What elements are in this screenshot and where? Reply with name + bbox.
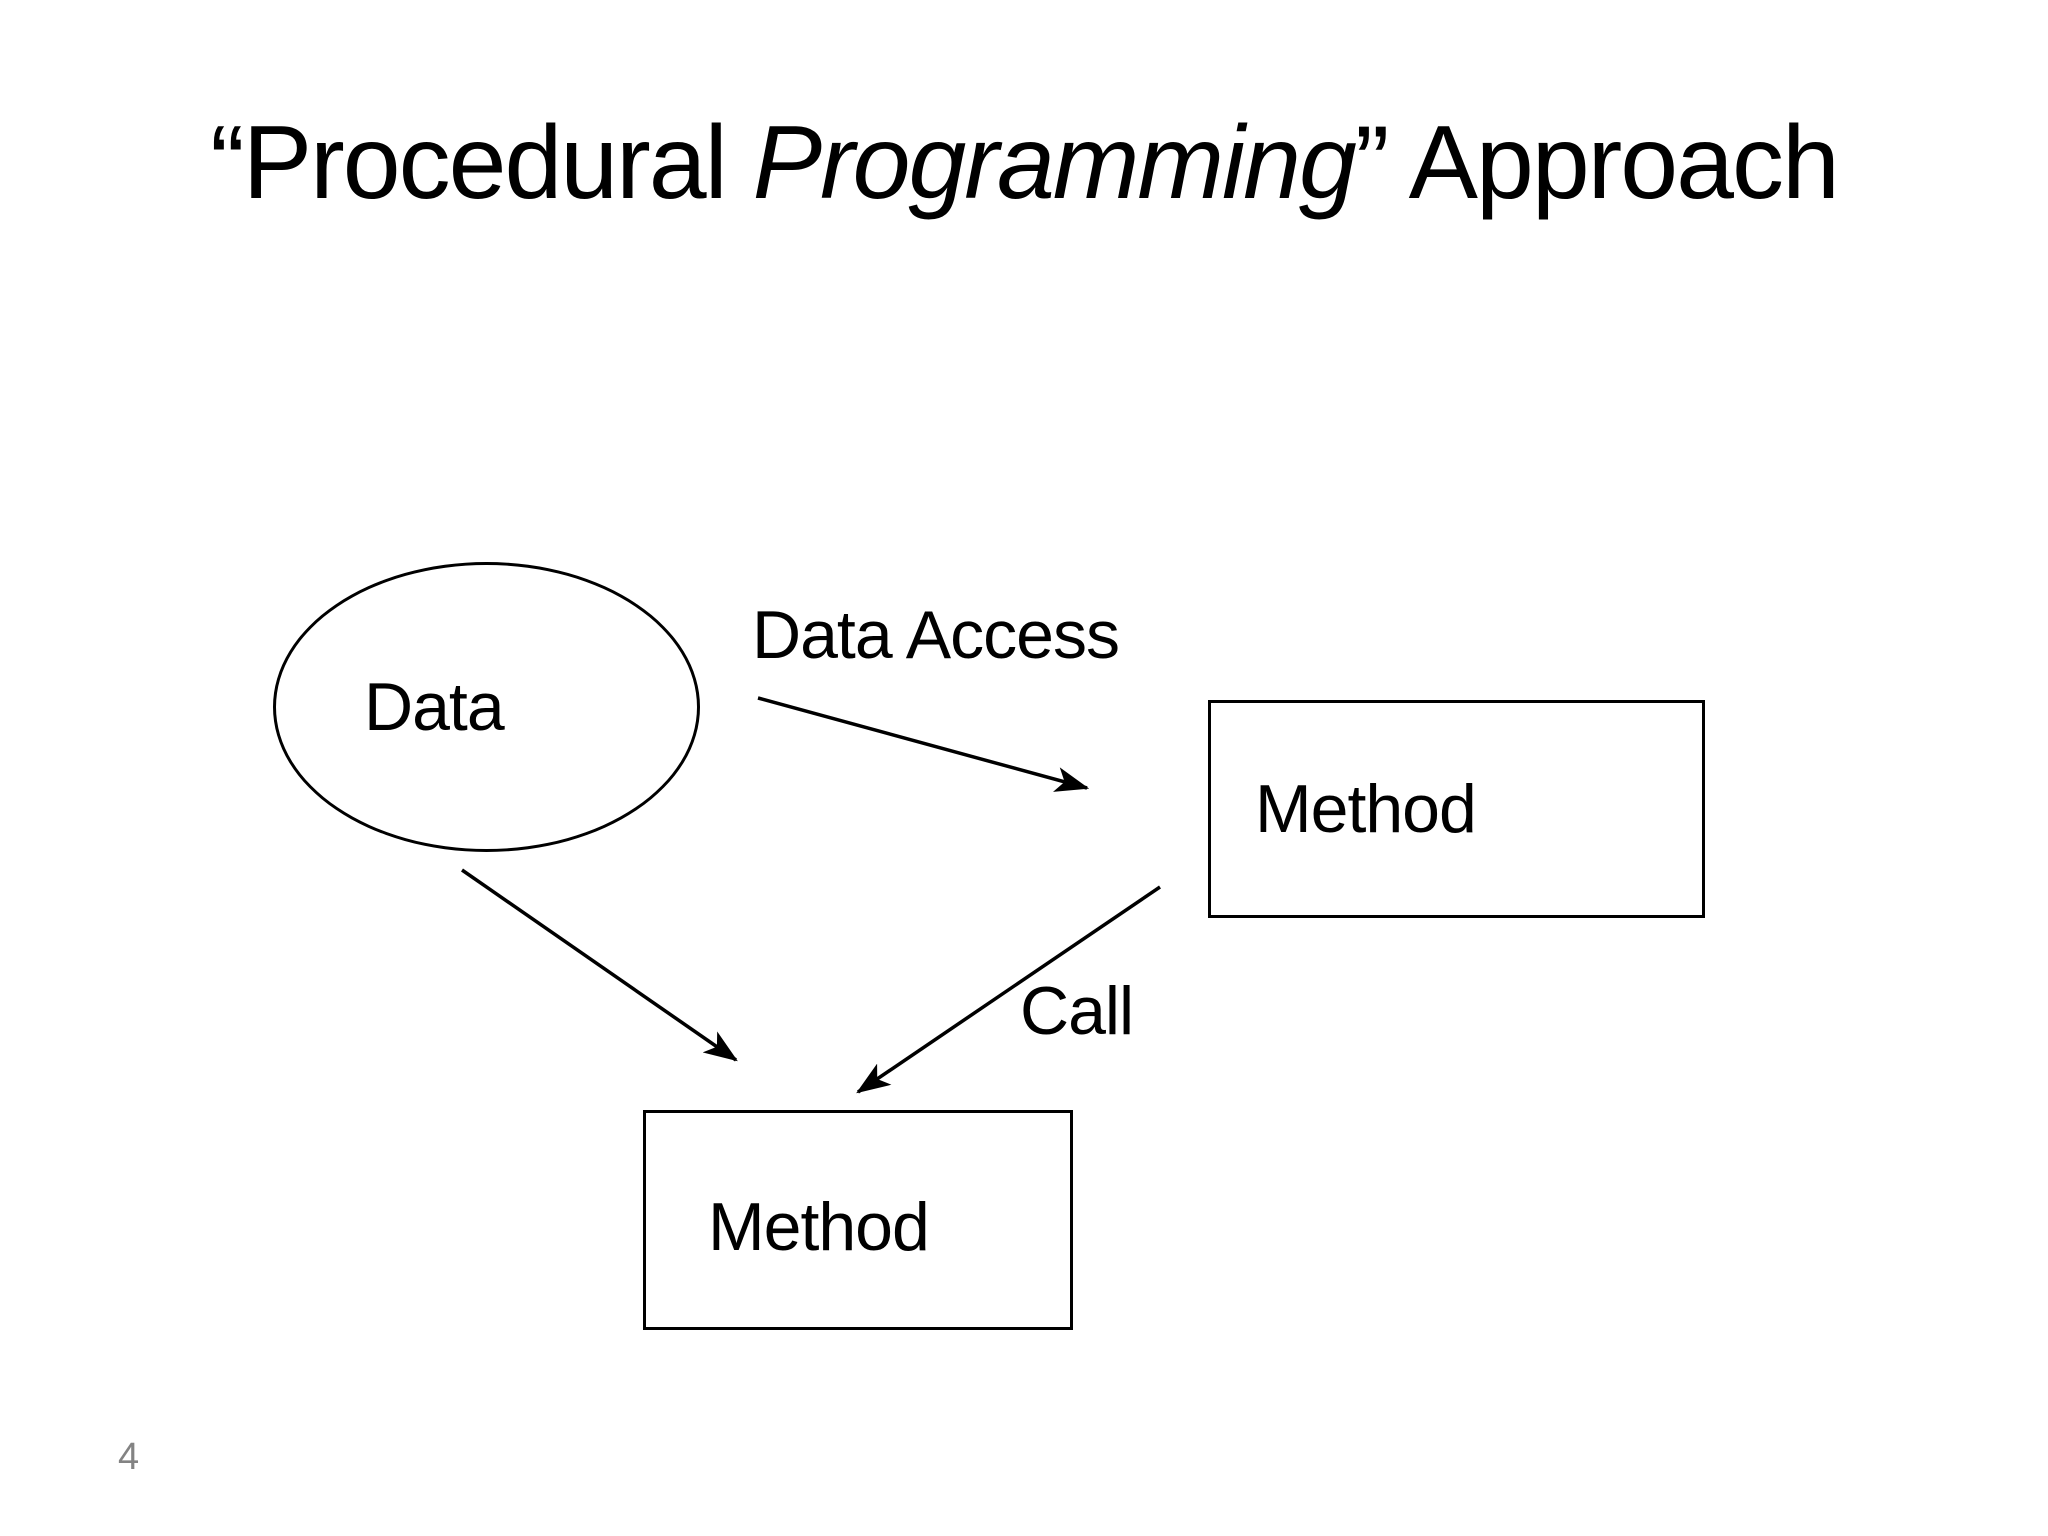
- page-number: 4: [118, 1436, 140, 1478]
- data-access-edge-label: Data Access: [752, 597, 1120, 673]
- method-right-node-label: Method: [1255, 770, 1477, 847]
- call-edge-label: Call: [1020, 973, 1134, 1049]
- method-right-node: Method: [1208, 700, 1705, 918]
- data-ellipse-node: Data: [273, 562, 700, 852]
- title-text-italic: Programming: [752, 105, 1357, 221]
- title-text-regular: “Procedural: [210, 105, 753, 221]
- title-text-regular-2: ” Approach: [1354, 105, 1840, 221]
- data-node-label: Data: [364, 668, 505, 745]
- method-bottom-node: Method: [643, 1110, 1073, 1330]
- data-access-arrow: [757, 696, 1090, 792]
- page-title: “Procedural Programming” Approach: [0, 98, 2048, 228]
- method-bottom-node-label: Method: [708, 1188, 930, 1265]
- data-to-method-arrow: [461, 868, 738, 1062]
